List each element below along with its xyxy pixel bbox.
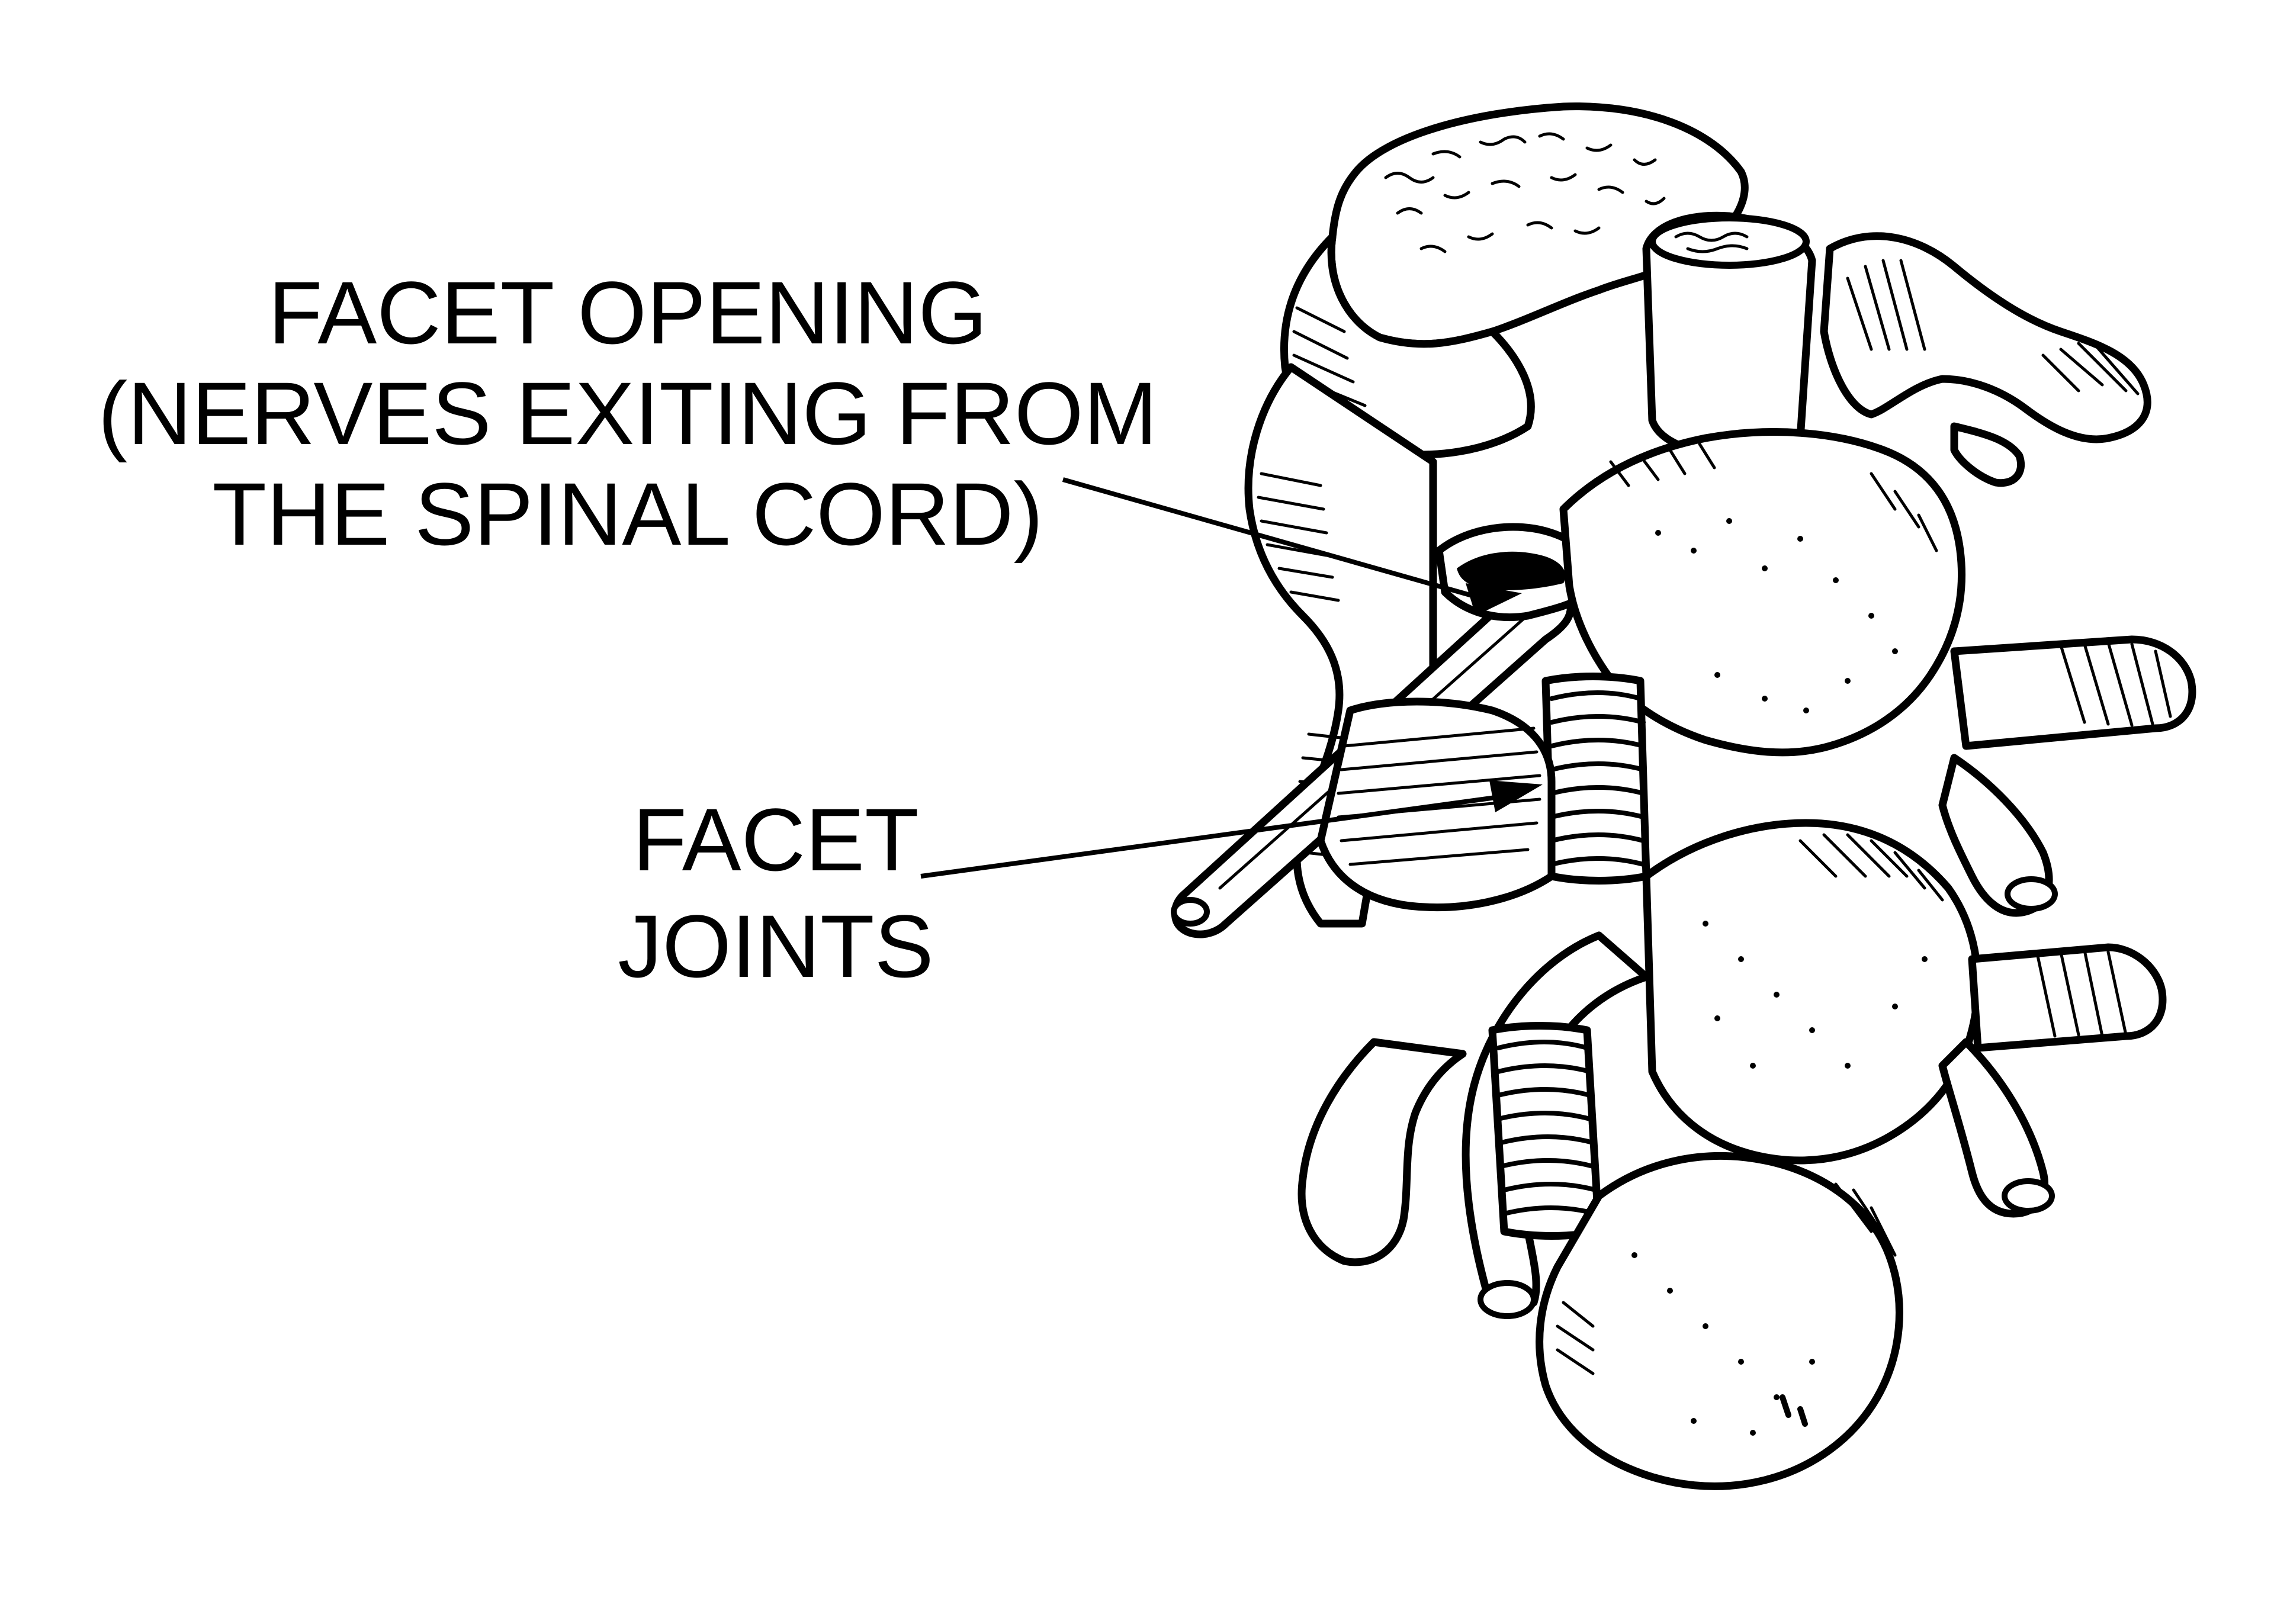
vertebrae-illustration	[1171, 102, 2196, 1490]
upper-facet-joint	[1541, 673, 1650, 885]
facet-opening-label-line-2: (NERVES EXITING FROM	[98, 364, 1157, 463]
upper-transverse-process	[1820, 232, 2151, 487]
facet-opening-label-line-3: THE SPINAL CORD)	[213, 464, 1043, 564]
facet-joints-label-line-2: JOINTS	[618, 896, 933, 996]
bottom-lamina	[1536, 1152, 1903, 1490]
lower-transverse-process	[1938, 943, 2167, 1218]
facet-joints-leader-line	[920, 794, 1505, 879]
facet-opening-label-line-1: FACET OPENING	[268, 263, 987, 362]
spinal-cord-stump	[1642, 211, 1816, 462]
facet-joints-callout: FACET JOINTS	[618, 790, 1505, 996]
facet-joints-label-line-1: FACET	[632, 790, 918, 889]
facet-opening-callout: FACET OPENING (NERVES EXITING FROM THE S…	[98, 263, 1482, 600]
upper-lamina	[1559, 428, 1966, 757]
facet-opening-arrowhead	[1466, 583, 1522, 616]
facet-joints-arrowhead	[1489, 780, 1543, 812]
middle-transverse-process	[1938, 635, 2196, 917]
facet-opening-leader-line	[1062, 477, 1482, 600]
lower-lamina	[1642, 819, 1982, 1165]
lower-facet-joint	[1488, 1022, 1603, 1240]
